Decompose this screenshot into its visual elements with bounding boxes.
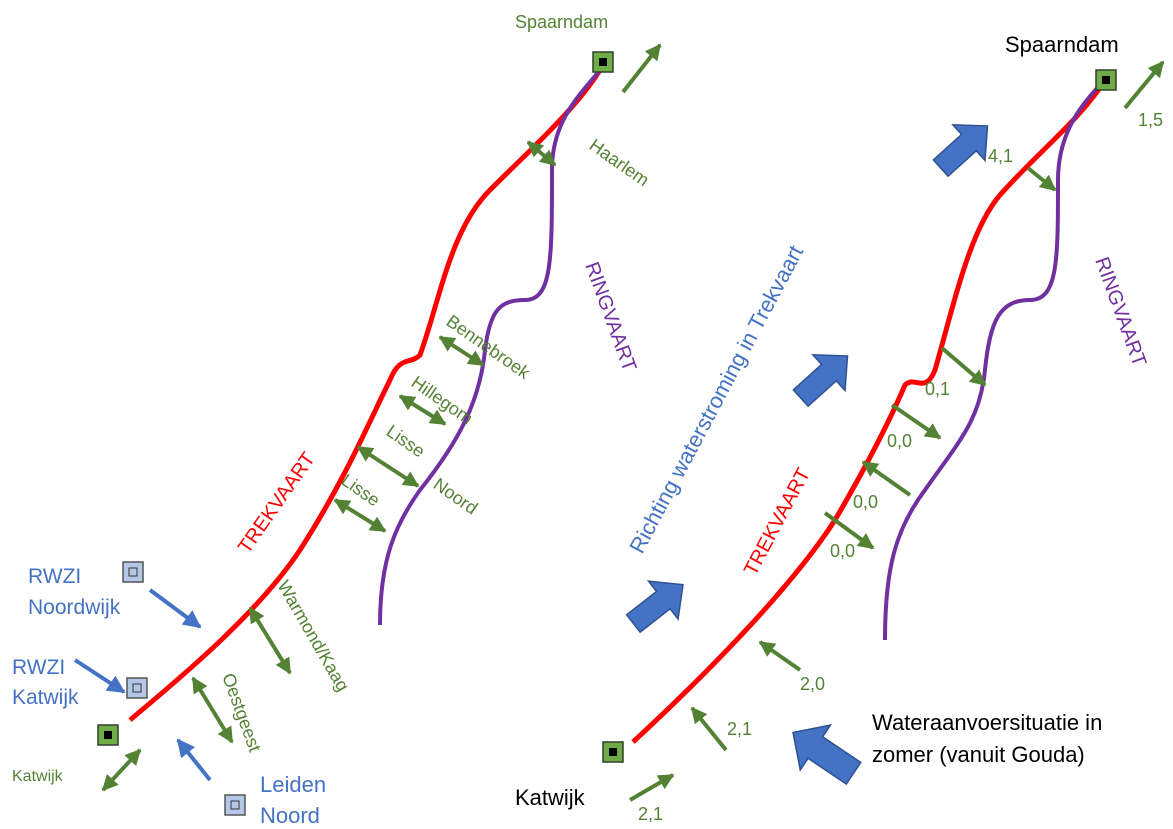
rwzi-katwijk-icon [126, 677, 148, 699]
supply-label-1: Wateraanvoersituatie in [872, 710, 1102, 735]
bennebroek-arrow [438, 335, 485, 367]
flow-value-warmond: 2,0 [800, 674, 825, 694]
flow-value-bennebroek: 0,1 [925, 379, 950, 399]
station-katwijk-right [602, 741, 624, 763]
direction-arrow-middle [792, 354, 849, 408]
warmond-arrow [248, 606, 292, 675]
lisse-arrow [333, 498, 387, 533]
trekvaart-canal-right [631, 78, 1108, 744]
spaarndam-out-arrow [621, 43, 662, 94]
flow-arrow-bennebroek [940, 346, 987, 387]
katwijk-arrow [101, 748, 142, 792]
leiden-noord-label-1: Leiden [260, 772, 326, 797]
oestgeest-arrow [191, 676, 234, 744]
flow-arrow-lisse [823, 511, 875, 550]
supply-label-2: zomer (vanuit Gouda) [872, 742, 1085, 767]
direction-arrow-bottom [625, 580, 684, 634]
flow-arrows-right [628, 60, 1165, 802]
rwzi-arrows [73, 588, 212, 782]
direction-arrows [625, 124, 989, 786]
rwzi-noordwijk-arrow [148, 588, 202, 629]
flow-value-hillegom: 0,0 [887, 431, 912, 451]
leiden-noord-icon [224, 794, 246, 816]
flow-arrow-warmond [758, 640, 802, 672]
ringvaart-canal-right [883, 78, 1107, 641]
flow-value-oestgeest: 2,1 [727, 719, 752, 739]
spaarndam-label-right: Spaarndam [1005, 32, 1119, 57]
ringvaart-label: RINGVAART [580, 259, 640, 374]
oestgeest-label: Oestgeest [218, 671, 265, 755]
rwzi-noordwijk-label-2: Noordwijk [28, 596, 121, 619]
flow-value-katwijk: 2,1 [638, 804, 663, 824]
katwijk-label-left: Katwijk [12, 768, 64, 785]
rwzi-noordwijk-label-1: RWZI [28, 565, 81, 588]
rwzi-noordwijk-icon [122, 561, 144, 583]
flow-arrow-hillegom [890, 403, 942, 440]
flow-arrow-lisse-noord [861, 460, 912, 497]
flow-arrow-haarlem [1026, 166, 1057, 192]
rwzi-katwijk-label-2: Katwijk [12, 686, 79, 709]
rwzi-katwijk-arrow [73, 658, 126, 694]
rwzi-katwijk-label-1: RWZI [12, 656, 65, 679]
leiden-noord-label-2: Noord [260, 803, 320, 828]
katwijk-label-right: Katwijk [515, 785, 586, 810]
hillegom-arrow [398, 394, 447, 426]
trekvaart-canal [128, 68, 603, 722]
flow-value-haarlem: 4,1 [988, 146, 1013, 166]
station-katwijk-left [97, 724, 119, 746]
lisse-noord-arrow [356, 445, 420, 488]
lisse-noord-label-1: Lisse [383, 421, 429, 461]
flow-value-lisse-noord: 0,0 [853, 492, 878, 512]
haarlem-label: Haarlem [586, 135, 653, 190]
flow-value-lisse: 0,0 [830, 541, 855, 561]
leiden-noord-arrow [176, 738, 212, 782]
left-map: TREKVAART RINGVAART Spaarndam Haarlem Be… [12, 12, 662, 828]
flow-arrow-spaarndam-out [1123, 60, 1165, 110]
station-spaarndam-left [592, 51, 614, 73]
ringvaart-label-right: RINGVAART [1090, 254, 1150, 369]
warmond-label: Warmond/Kaag [274, 577, 354, 695]
spaarndam-label: Spaarndam [515, 12, 608, 32]
flow-arrow-oestgeest [690, 706, 728, 752]
lisse-noord-label-2: Noord [430, 474, 482, 519]
station-spaarndam-right [1095, 69, 1117, 91]
flow-value-spaarndam-out: 1,5 [1138, 110, 1163, 130]
haarlem-arrow [526, 140, 557, 167]
flow-arrow-katwijk [628, 773, 675, 802]
direction-arrow-top [932, 124, 989, 178]
connection-arrows [101, 43, 662, 792]
supply-arrow [792, 724, 862, 786]
